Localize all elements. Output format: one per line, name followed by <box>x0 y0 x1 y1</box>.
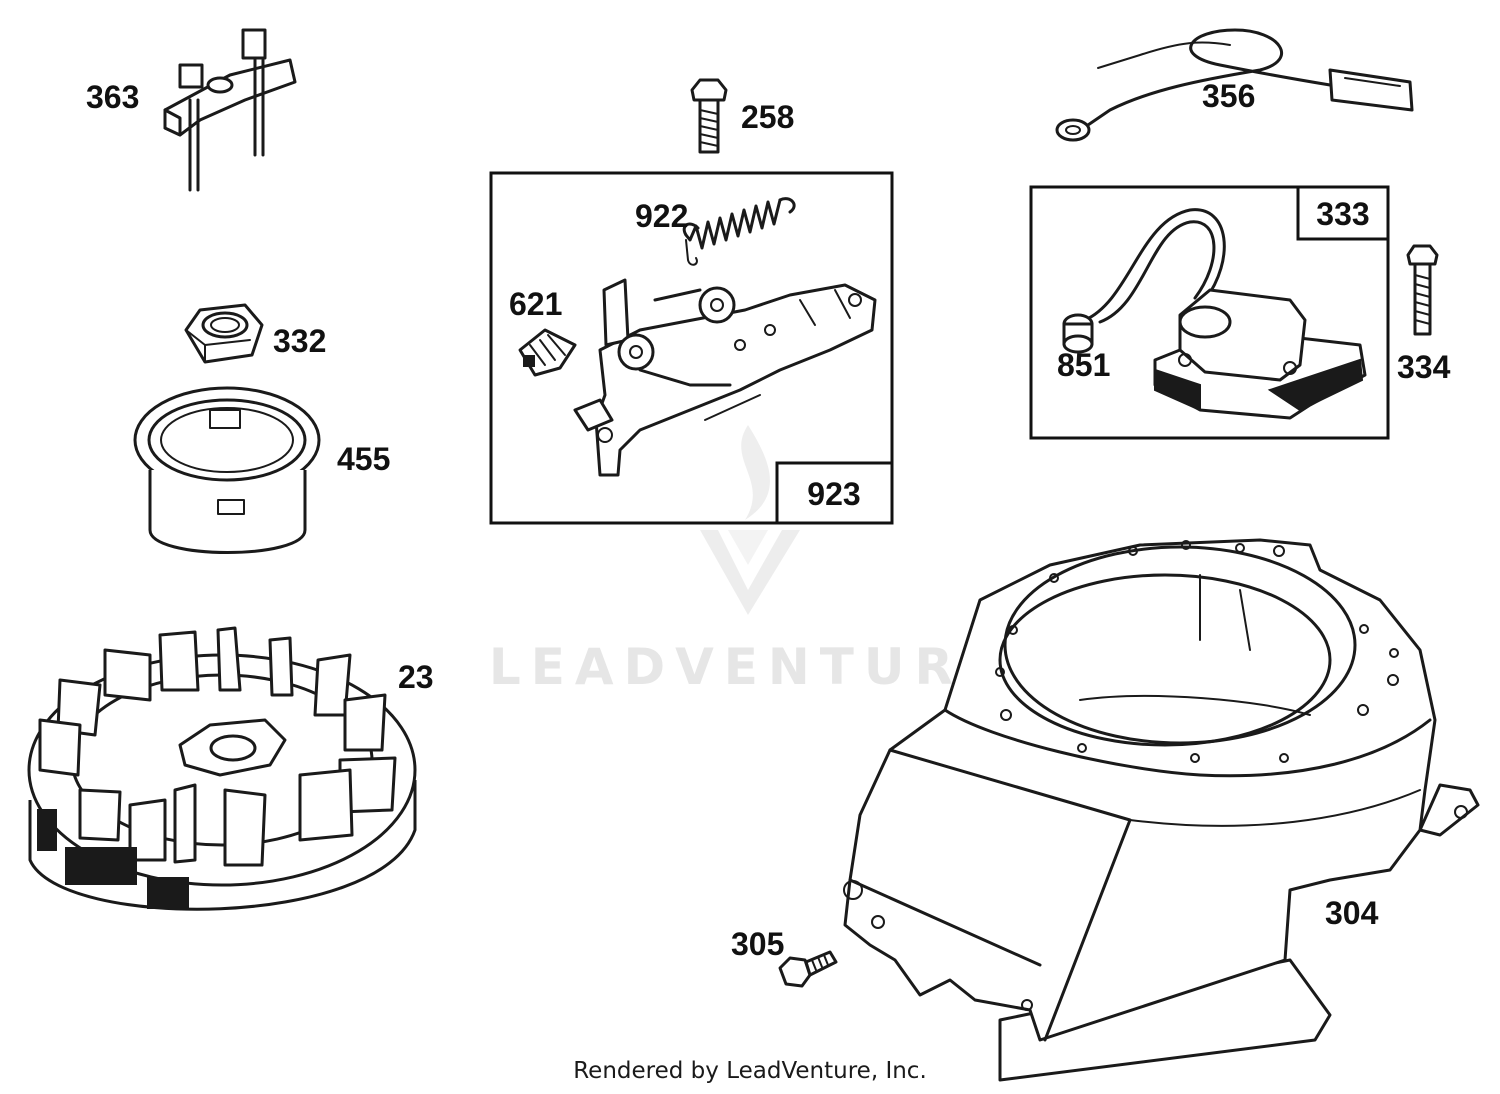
starter-cup-icon[interactable] <box>133 386 321 554</box>
callout-258: 258 <box>741 99 794 135</box>
kit-333-tag <box>1296 185 1390 241</box>
callout-455: 455 <box>337 441 390 477</box>
armature-icon[interactable] <box>1062 208 1367 420</box>
bolt-icon[interactable] <box>690 78 728 154</box>
kit-333-box <box>1029 185 1390 440</box>
callout-363: 363 <box>86 79 139 115</box>
callout-922: 922 <box>635 198 688 234</box>
bolt-icon[interactable] <box>1406 244 1439 336</box>
callout-851: 851 <box>1057 347 1110 383</box>
anchor-bracket-icon[interactable] <box>163 28 297 192</box>
callout-356: 356 <box>1202 78 1255 114</box>
spring-icon[interactable] <box>682 197 796 266</box>
callout-332: 332 <box>273 323 326 359</box>
rendered-by-credit: Rendered by LeadVenture, Inc. <box>573 1058 927 1084</box>
flywheel-icon[interactable] <box>27 626 417 911</box>
callout-621: 621 <box>509 286 562 322</box>
blower-housing-icon[interactable] <box>843 538 1480 1082</box>
kit-923-box <box>489 171 894 525</box>
callout-304: 304 <box>1325 895 1379 931</box>
bolt-icon[interactable] <box>778 950 838 988</box>
callout-23: 23 <box>398 659 434 695</box>
control-bracket-icon[interactable] <box>573 278 877 477</box>
hex-nut-icon[interactable] <box>184 303 264 364</box>
callout-334: 334 <box>1397 349 1451 385</box>
ground-wire-icon[interactable] <box>1055 28 1414 142</box>
callout-305: 305 <box>731 926 784 962</box>
kit-923-tag <box>775 461 894 525</box>
cable-clip-icon[interactable] <box>518 328 577 377</box>
watermark-brand: LEADVENTURE <box>489 638 1007 696</box>
leadventure-logo-icon <box>700 425 800 615</box>
callout-923: 923 <box>807 476 860 512</box>
callout-333: 333 <box>1316 196 1369 232</box>
